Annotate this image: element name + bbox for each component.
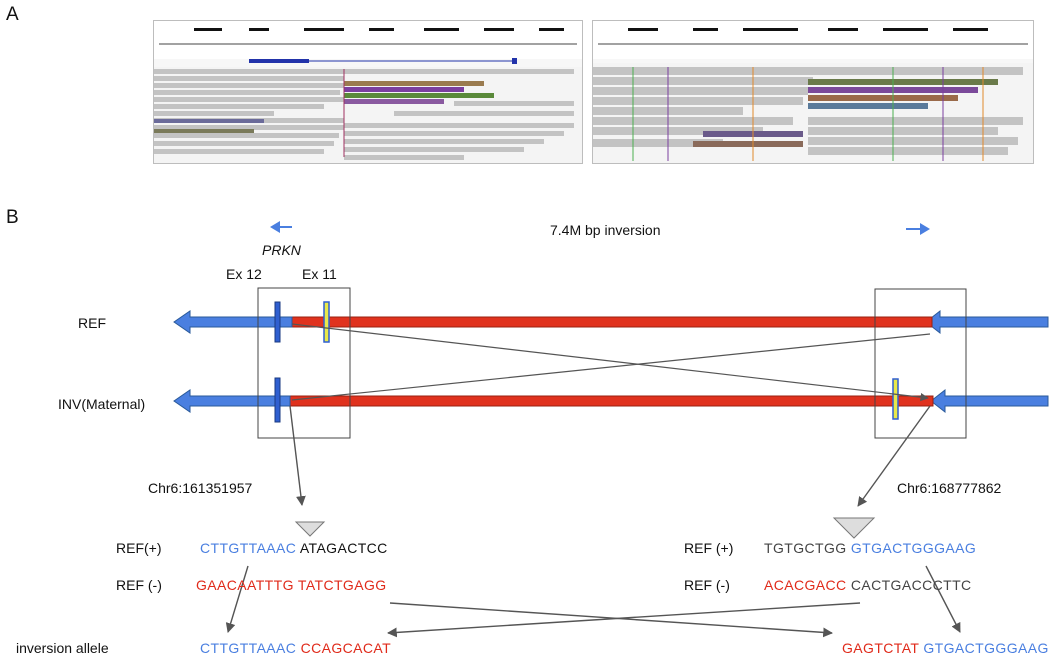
left-bp-arrow: [289, 405, 306, 506]
ref-red-bar: [291, 316, 933, 328]
inv-right-part-a: GAGTCTAT: [842, 640, 920, 656]
left-ref-plus-seq: CTTGTTAAAC ATAGACTCC: [200, 540, 388, 556]
direction-arrow-left: [270, 221, 292, 233]
inv-red-bar: [289, 395, 934, 407]
panel-label-a: A: [6, 4, 19, 25]
ref-left-blue-arrow: [173, 310, 293, 334]
ref-track: [173, 301, 1049, 343]
igv-right-tracks: [593, 21, 1033, 163]
left-ref-minus-part-a: GAACAATTTG: [196, 577, 294, 593]
inv-row-label: INV(Maternal): [58, 396, 146, 412]
exon12-label: Ex 12: [226, 266, 262, 282]
left-breakpoint-coord: Chr6:161351957: [148, 480, 253, 496]
inversion-size-label: 7.4M bp inversion: [550, 222, 661, 238]
inv-right-blue-arrow: [930, 388, 1049, 414]
inv-left-part-b: CCAGCACAT: [300, 640, 392, 656]
seq-arrow-right-down: [925, 565, 961, 633]
ref-exon11: [323, 301, 330, 343]
inversion-allele-right-seq: GAGTCTAT GTGACTGGGAAG: [842, 640, 1049, 656]
inv-left-blue-arrow: [173, 389, 291, 413]
left-ref-plus-part-a: CTTGTTAAAC: [200, 540, 297, 556]
right-ref-minus-part-b: CACTGACCCTTC: [850, 577, 972, 593]
ref-row-label: REF: [78, 315, 106, 331]
right-bp-arrow: [857, 405, 931, 507]
inv-track: [173, 377, 1049, 423]
ref-right-blue-arrow: [925, 309, 1049, 335]
igv-left-view: [153, 20, 583, 164]
left-breakpoint-box: [257, 287, 351, 439]
right-breakpoint-box: [874, 288, 967, 439]
cross-line-1: [291, 323, 929, 402]
igv-left-gene-feature: [249, 59, 309, 63]
inv-exon11: [892, 378, 899, 420]
direction-arrow-right: [906, 223, 930, 235]
exon11-label: Ex 11: [302, 266, 337, 282]
right-ref-minus-seq: ACACGACC CACTGACCCTTC: [764, 577, 972, 593]
right-ref-plus-label: REF (+): [684, 540, 734, 556]
seq-arrow-cross-left: [387, 602, 861, 638]
left-ref-minus-seq: GAACAATTTG TATCTGAGG: [196, 577, 387, 593]
inversion-allele-label: inversion allele: [16, 640, 109, 656]
inversion-allele-left-seq: CTTGTTAAAC CCAGCACAT: [200, 640, 391, 656]
left-ref-minus-part-b: TATCTGAGG: [297, 577, 387, 593]
right-breakpoint-coord: Chr6:168777862: [897, 480, 1002, 496]
inv-right-part-b: GTGACTGGGAAG: [923, 640, 1049, 656]
right-ref-minus-part-a: ACACGACC: [764, 577, 847, 593]
seq-arrow-cross-right: [389, 602, 833, 638]
gene-label: PRKN: [262, 242, 301, 258]
left-ref-plus-label: REF(+): [116, 540, 162, 556]
igv-right-view: [592, 20, 1034, 164]
right-ref-plus-part-b: GTGACTGGGAAG: [850, 540, 977, 556]
left-ref-minus-label: REF (-): [116, 577, 162, 593]
inv-exon12: [274, 377, 281, 423]
right-ref-plus-part-a: TGTGCTGG: [764, 540, 847, 556]
left-insertion-triangle: [294, 521, 326, 537]
seq-arrow-left-down: [225, 565, 249, 633]
ref-exon12: [274, 301, 281, 343]
cross-line-2: [291, 333, 931, 401]
right-insertion-triangle: [832, 517, 876, 539]
left-ref-plus-part-b: ATAGACTCC: [299, 540, 388, 556]
panel-label-b: B: [6, 207, 19, 228]
inv-left-part-a: CTTGTTAAAC: [200, 640, 297, 656]
right-ref-minus-label: REF (-): [684, 577, 730, 593]
right-ref-plus-seq: TGTGCTGG GTGACTGGGAAG: [764, 540, 976, 556]
igv-left-tracks: [154, 21, 582, 163]
